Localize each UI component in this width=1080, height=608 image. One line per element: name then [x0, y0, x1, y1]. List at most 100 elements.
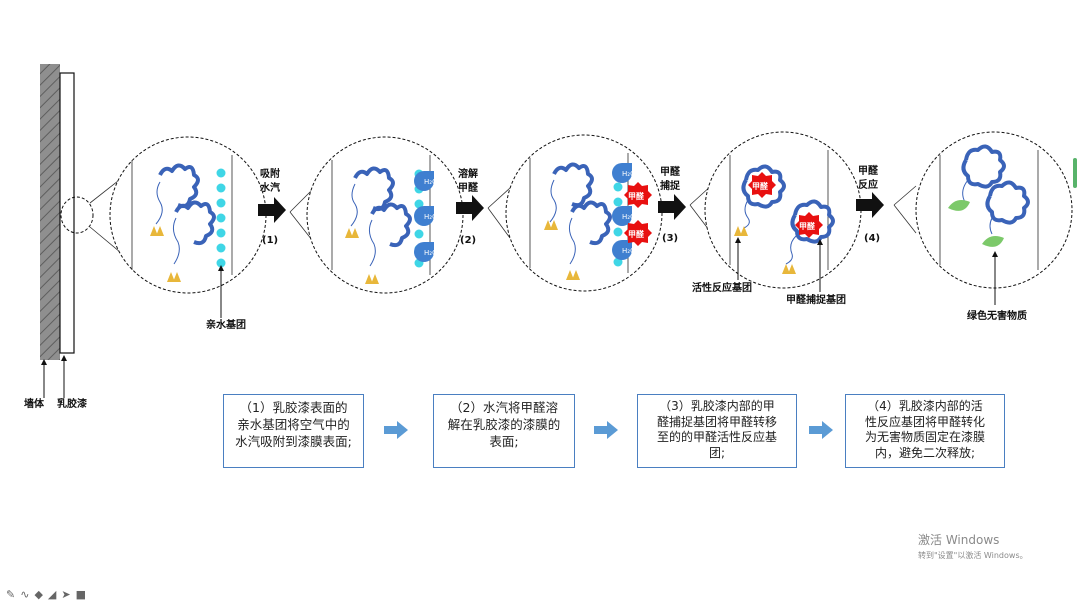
step-1-line1: 吸附 — [260, 167, 280, 180]
step-2-arrow — [456, 195, 484, 221]
description-box-2: （2）水汽将甲醛溶 解在乳胶漆的漆膜的 表面; — [433, 394, 575, 468]
step-4-line1: 甲醛 — [858, 164, 879, 177]
harmless-substance-icon — [982, 236, 1004, 247]
description-line: 解在乳胶漆的漆膜的 — [447, 417, 561, 432]
polymer-chain — [552, 162, 594, 208]
step-4-line2: 反应 — [858, 178, 878, 191]
highlighter-icon[interactable]: ◆ — [34, 588, 43, 601]
zoom-line-bottom — [487, 207, 511, 239]
formaldehyde-icon: 甲醛 — [748, 172, 776, 198]
water-molecule-icon: H₂O — [414, 171, 438, 191]
step-3-number: (3) — [662, 233, 678, 244]
description-line: 亲水基团将空气中的 — [237, 417, 350, 432]
description-line: （4）乳胶漆内部的活 — [867, 399, 983, 413]
step-4-number: (4) — [864, 233, 880, 244]
svg-text:H₂O: H₂O — [622, 213, 636, 221]
svg-text:甲醛: 甲醛 — [799, 221, 816, 231]
description-line: 水汽吸附到漆膜表面; — [235, 434, 352, 449]
polymer-tail — [350, 183, 358, 227]
step-2-line1: 溶解 — [458, 167, 478, 180]
description-line: （3）乳胶漆内部的甲 — [659, 399, 775, 413]
polymer-chain — [985, 180, 1030, 225]
zoom-line-top — [289, 189, 313, 213]
zoom-line-bottom — [893, 204, 917, 234]
svg-text:甲醛: 甲醛 — [628, 191, 645, 201]
polymer-chain — [174, 200, 216, 246]
wall-label: 墙体 — [24, 397, 45, 410]
watermark-title: 激活 Windows — [918, 533, 1000, 547]
active-group-icon — [566, 270, 580, 280]
scrollbar-thumb[interactable] — [1073, 158, 1077, 188]
stage-circle-2: H₂O H₂O H₂O — [306, 136, 464, 294]
water-molecule-icon: H₂O — [414, 242, 438, 262]
description-box-4: （4）乳胶漆内部的活 性反应基团将甲醛转化 为无害物质固定在漆膜 内，避免二次释… — [845, 394, 1005, 468]
pen-icon[interactable]: ✎ — [6, 588, 16, 601]
step-2-line2: 甲醛 — [458, 181, 479, 194]
svg-text:H₂O: H₂O — [424, 213, 438, 221]
polymer-chain — [790, 199, 835, 244]
harmless-substance-icon — [948, 200, 970, 211]
activation-watermark: 激活 Windows 转到"设置"以激活 Windows。 — [918, 531, 1028, 561]
polymer-tail — [549, 179, 557, 223]
svg-text:H₂O: H₂O — [622, 247, 636, 255]
description-line: 团; — [708, 445, 726, 460]
water-molecule-icon: H₂O — [414, 206, 438, 226]
active-group-icon — [345, 228, 359, 238]
polymer-chain — [353, 166, 395, 212]
polymer-tail — [989, 217, 993, 235]
svg-text:H₂O: H₂O — [424, 249, 438, 257]
description-box-3: （3）乳胶漆内部的甲 醛捕捉基团将甲醛转移 至的的甲醛活性反应基 团; — [637, 394, 797, 468]
stage-circle-3: H₂O H₂O H₂O 甲醛 甲醛 — [505, 134, 663, 292]
description-line: 为无害物质固定在漆膜 — [864, 430, 985, 444]
ink-icon[interactable]: ∿ — [20, 588, 30, 601]
polymer-chain — [158, 163, 200, 209]
active-group-icon — [734, 226, 748, 236]
polymer-chain — [741, 164, 786, 209]
polymer-tail — [785, 235, 797, 265]
svg-text:甲醛: 甲醛 — [628, 229, 645, 239]
description-line: 性反应基团将甲醛转化 — [864, 414, 985, 429]
formaldehyde-icon: 甲醛 — [795, 212, 823, 238]
description-line: （1）乳胶漆表面的 — [239, 400, 348, 415]
description-box-1: （1）乳胶漆表面的 亲水基团将空气中的 水汽吸附到漆膜表面; — [223, 394, 364, 468]
stage-circle-4: 甲醛 甲醛 — [704, 131, 862, 289]
formaldehyde-icon: 甲醛 — [624, 182, 652, 208]
pointer-icon[interactable]: ➤ — [61, 588, 71, 601]
polymer-chain — [570, 200, 612, 246]
zoom-line-top — [487, 187, 511, 209]
watermark-subtitle: 转到"设置"以激活 Windows。 — [918, 551, 1028, 560]
capture-group-label: 甲醛捕捉基团 — [786, 293, 846, 306]
step-4-arrow — [856, 192, 884, 218]
paint-label: 乳胶漆 — [57, 397, 87, 410]
stage-circle-5 — [915, 131, 1073, 289]
step-1-number: (1) — [262, 235, 278, 246]
active-group-icon — [150, 226, 164, 236]
polymer-tail — [568, 217, 576, 265]
polymer-tail — [172, 217, 180, 265]
active-group-icon — [365, 274, 379, 284]
polymer-chain — [370, 202, 412, 248]
flow-arrow-icon — [384, 421, 408, 439]
active-group-icon — [167, 272, 181, 282]
step-3-line2: 捕捉 — [660, 179, 681, 192]
polymer-tail — [743, 199, 750, 229]
description-line: 表面; — [489, 434, 519, 449]
flow-arrow-icon — [594, 421, 618, 439]
svg-text:H₂O: H₂O — [424, 178, 438, 186]
water-molecule-icon: H₂O — [612, 163, 636, 183]
step-2-number: (2) — [460, 235, 476, 246]
wall-block — [40, 64, 60, 360]
description-line: 至的的甲醛活性反应基 — [656, 430, 777, 444]
active-group-icon — [782, 264, 796, 274]
eraser-icon[interactable]: ◢ — [47, 588, 57, 601]
stage-circle-1 — [109, 136, 267, 294]
polymer-tail — [368, 219, 376, 267]
water-molecule-icon: H₂O — [612, 206, 636, 226]
step-1-line2: 水汽 — [259, 181, 280, 194]
camera-icon[interactable]: ■ — [75, 588, 86, 601]
svg-text:甲醛: 甲醛 — [752, 181, 769, 191]
description-line: （2）水汽将甲醛溶 — [450, 400, 558, 415]
active-group-icon — [544, 220, 558, 230]
description-line: 内，避免二次释放; — [874, 445, 976, 460]
